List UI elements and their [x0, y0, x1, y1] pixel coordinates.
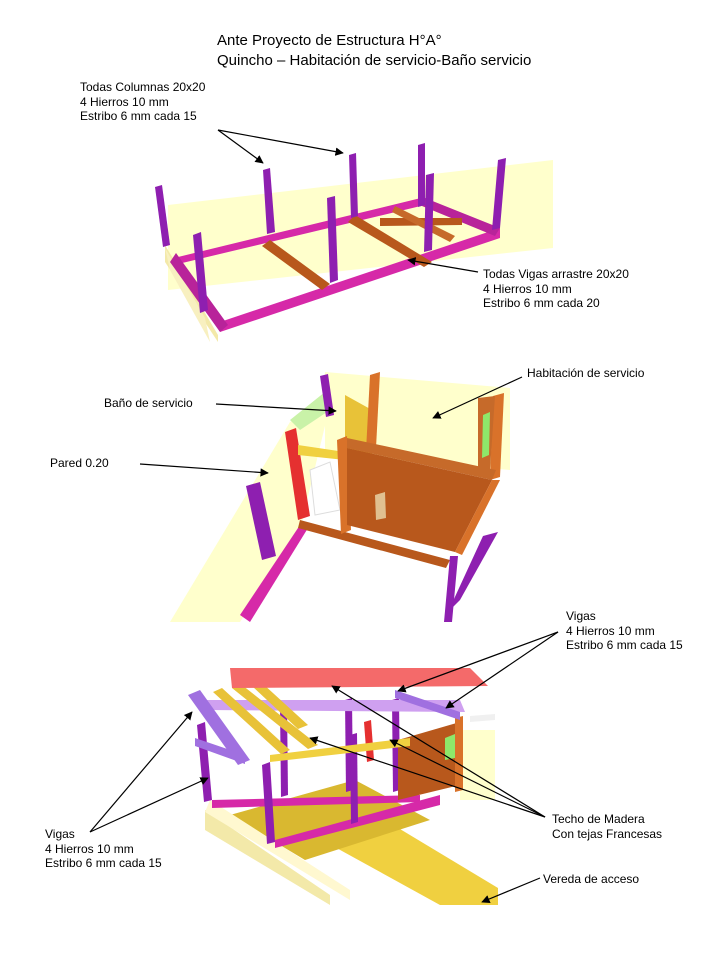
- label-columnas-line3: Estribo 6 mm cada 15: [80, 109, 197, 123]
- column: [424, 173, 434, 252]
- roof-panel: [230, 668, 488, 688]
- label-vigas-derecha-line2: 4 Hierros 10 mm: [566, 623, 655, 638]
- arrow: [89, 711, 193, 833]
- scene-rooms: [170, 372, 510, 622]
- diagram-title-line2: Quincho – Habitación de servicio-Baño se…: [217, 52, 532, 69]
- column: [193, 232, 208, 313]
- tie-beam-back: [178, 197, 425, 264]
- room-window: [445, 734, 455, 760]
- arrow: [139, 463, 269, 477]
- back-wall: [460, 730, 495, 800]
- tie-beam-front: [220, 228, 500, 332]
- wood-column: [366, 372, 380, 451]
- arrow: [89, 777, 209, 833]
- rafter-cross: [270, 738, 410, 762]
- label-habitacion: Habitación de servicio: [527, 366, 645, 380]
- room-window: [482, 412, 490, 458]
- tie-beam-left: [240, 525, 308, 622]
- room-front-wall-edge: [455, 480, 500, 555]
- arrow: [432, 376, 523, 419]
- label-vigas-arrastre-line1: Todas Vigas arrastre 20x20: [483, 267, 629, 281]
- column: [197, 722, 212, 802]
- label-vigas-derecha: Vigas 4 Hierros 10 mm Estribo 6 mm cada …: [566, 609, 683, 653]
- walkway: [322, 820, 498, 905]
- room-top-beam: [347, 438, 496, 480]
- label-columnas: Todas Columnas 20x20 4 Hierros 10 mm Est…: [80, 80, 205, 124]
- tie-beam-front: [212, 795, 420, 808]
- red-column: [285, 428, 310, 520]
- tie-beam-front: [298, 520, 450, 568]
- column: [349, 153, 358, 218]
- columns: [155, 143, 506, 313]
- label-vigas-izquierda-line1: Vigas: [45, 827, 75, 841]
- roof-beam-right: [395, 690, 460, 720]
- bathroom-wall-white: [309, 461, 341, 516]
- rafter: [252, 683, 308, 729]
- wood-beam-1: [262, 240, 330, 290]
- arrow: [309, 736, 546, 818]
- wood-beam-4: [392, 206, 455, 242]
- scene-foundation: [155, 143, 553, 342]
- label-techo-line1: Techo de Madera: [552, 812, 645, 826]
- arrow: [331, 685, 546, 818]
- column: [448, 532, 498, 612]
- label-vigas-izquierda-line2: 4 Hierros 10 mm: [45, 841, 134, 856]
- red-column: [364, 720, 374, 762]
- rafter: [213, 688, 290, 754]
- label-vigas-izquierda-line3: Estribo 6 mm cada 15: [45, 856, 162, 870]
- annotation-arrows: [89, 129, 559, 903]
- label-bano: Baño de servicio: [104, 396, 193, 410]
- arrow: [445, 631, 559, 709]
- arrow: [217, 129, 264, 164]
- base-wall: [205, 810, 330, 905]
- label-vigas-arrastre: Todas Vigas arrastre 20x20 4 Hierros 10 …: [483, 267, 629, 311]
- label-columnas-line1: Todas Columnas 20x20: [80, 80, 206, 94]
- room-front-wall: [347, 448, 492, 552]
- label-pared: Pared 0.20: [50, 456, 109, 470]
- label-vigas-derecha-line1: Vigas: [566, 609, 596, 623]
- roof-beam-left: [188, 690, 250, 765]
- column: [350, 733, 358, 824]
- room-wall: [398, 722, 460, 800]
- label-vigas-derecha-line3: Estribo 6 mm cada 15: [566, 638, 683, 652]
- arrow: [397, 631, 559, 693]
- column: [263, 168, 275, 234]
- ground-side: [165, 248, 210, 342]
- column: [492, 158, 506, 230]
- column: [444, 556, 458, 622]
- bathroom-door: [375, 492, 386, 520]
- column: [327, 196, 338, 283]
- label-techo-line2: Con tejas Francesas: [552, 826, 663, 841]
- bathroom-wall: [298, 445, 345, 460]
- roof-beam-left-low: [195, 738, 245, 764]
- rafter: [232, 685, 318, 749]
- label-vigas-arrastre-line3: Estribo 6 mm cada 20: [483, 296, 600, 310]
- arrow: [407, 257, 479, 273]
- label-vigas-izquierda: Vigas 4 Hierros 10 mm Estribo 6 mm cada …: [45, 827, 162, 871]
- diagram-title-line1: Ante Proyecto de Estructura H°A°: [217, 32, 442, 49]
- label-columnas-line2: 4 Hierros 10 mm: [80, 94, 169, 109]
- scene-roof: [188, 668, 498, 905]
- column: [262, 762, 275, 844]
- roof-edge: [470, 714, 495, 722]
- column: [418, 143, 425, 207]
- wall-green-strip: [290, 392, 330, 430]
- arrow: [481, 877, 541, 903]
- arrow: [217, 129, 344, 156]
- label-vereda: Vereda de acceso: [543, 872, 640, 886]
- tie-beam-right: [422, 198, 500, 236]
- wood-beam-2: [348, 215, 432, 267]
- arrow: [389, 739, 546, 818]
- column: [320, 374, 334, 417]
- arrow: [215, 403, 337, 415]
- column: [155, 185, 170, 247]
- column: [246, 482, 276, 560]
- base-wall-top: [205, 800, 350, 900]
- label-vigas-arrastre-line2: 4 Hierros 10 mm: [483, 281, 572, 296]
- wood-column: [455, 716, 463, 792]
- label-techo: Techo de Madera Con tejas Francesas: [552, 812, 662, 841]
